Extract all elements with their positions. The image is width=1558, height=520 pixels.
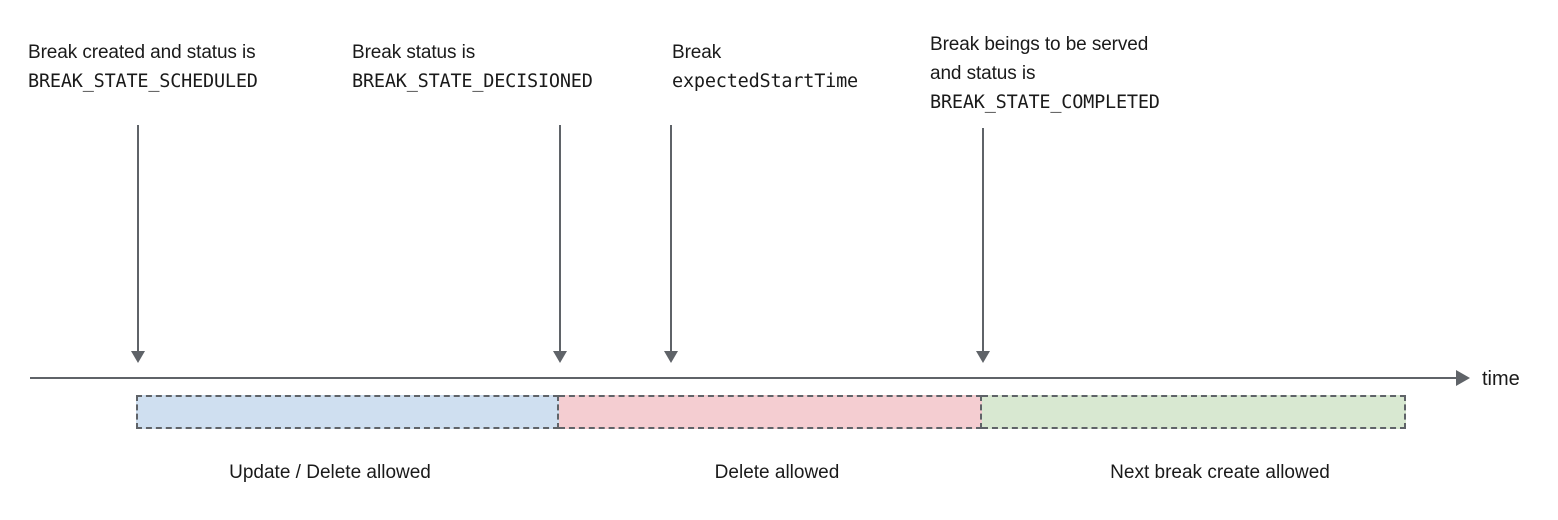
segment-delete: [559, 395, 982, 429]
time-axis-line: [30, 377, 1458, 379]
caption-delete: Delete allowed: [714, 462, 840, 483]
caption-update-delete: Update / Delete allowed: [229, 462, 431, 483]
pointer-line-expected-start-time: [670, 125, 672, 351]
annotation-scheduled-line-2: BREAK_STATE_SCHEDULED: [28, 71, 258, 92]
time-axis-label: time: [1482, 368, 1520, 390]
annotation-completed-line-2: and status is: [930, 63, 1036, 84]
caption-next-break: Next break create allowed: [1110, 462, 1330, 483]
time-axis-arrowhead: [1456, 370, 1470, 386]
pointer-arrowhead-scheduled: [131, 351, 145, 363]
pointer-line-scheduled: [137, 125, 139, 351]
annotation-expected-start-time-line-1: Break: [672, 42, 722, 63]
annotation-completed-line-3: BREAK_STATE_COMPLETED: [930, 92, 1160, 113]
annotation-decisioned-line-2: BREAK_STATE_DECISIONED: [352, 71, 593, 92]
annotation-expected-start-time: Break expectedStartTime: [672, 38, 858, 96]
pointer-arrowhead-completed: [976, 351, 990, 363]
pointer-line-decisioned: [559, 125, 561, 351]
annotation-decisioned: Break status is BREAK_STATE_DECISIONED: [352, 38, 593, 96]
segment-update-delete: [136, 395, 559, 429]
annotation-completed-line-1: Break beings to be served: [930, 34, 1149, 55]
annotation-scheduled: Break created and status is BREAK_STATE_…: [28, 38, 258, 96]
annotation-decisioned-line-1: Break status is: [352, 42, 476, 63]
annotation-expected-start-time-line-2: expectedStartTime: [672, 71, 858, 92]
pointer-arrowhead-expected-start-time: [664, 351, 678, 363]
annotation-scheduled-line-1: Break created and status is: [28, 42, 256, 63]
pointer-arrowhead-decisioned: [553, 351, 567, 363]
segment-next-break: [982, 395, 1406, 429]
annotation-completed: Break beings to be served and status is …: [930, 30, 1160, 117]
pointer-line-completed: [982, 128, 984, 351]
